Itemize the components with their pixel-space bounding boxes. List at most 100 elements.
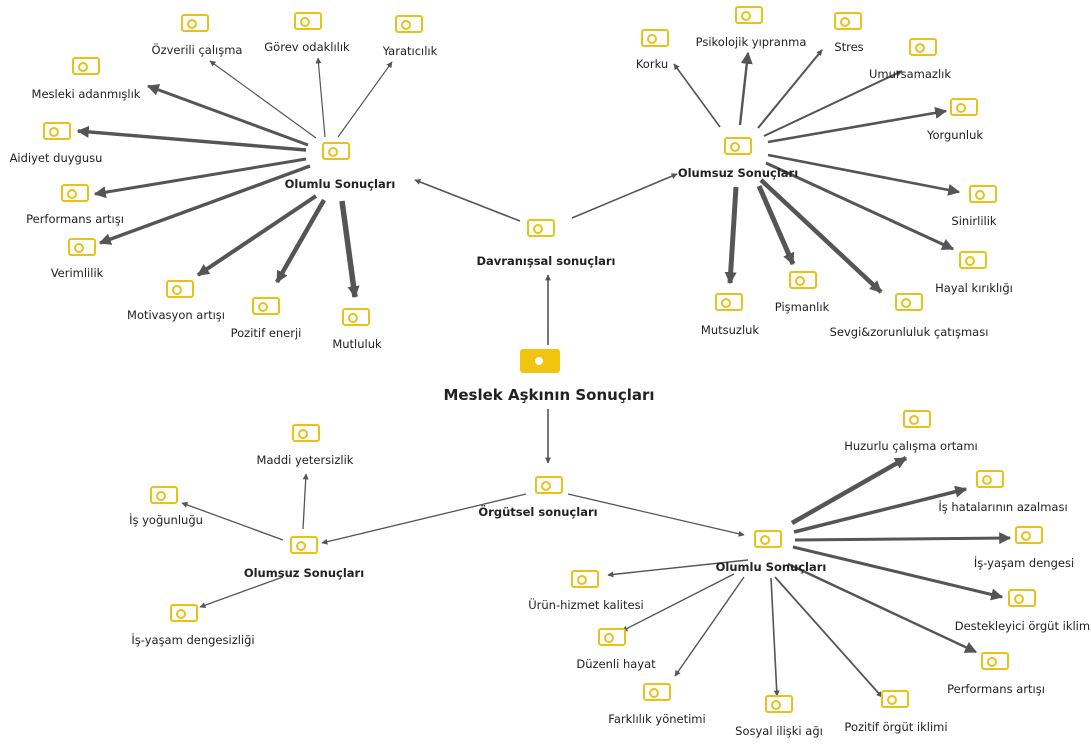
leaf-label: Sevgi&zorunluluk çatışması xyxy=(829,325,989,339)
connector-arrow xyxy=(607,559,749,578)
topic-icon xyxy=(520,349,560,373)
topic-icon xyxy=(981,652,1009,670)
leaf-label: Sinirlilik xyxy=(951,214,997,228)
branch-label: Olumlu Sonuçları xyxy=(715,560,827,574)
leaf-label: Mutluluk xyxy=(332,337,382,351)
group-label: Davranışsal sonuçları xyxy=(476,254,616,268)
leaf-label: İş-yaşam dengesi xyxy=(973,556,1075,570)
leaf-label: Ürün-hizmet kalitesi xyxy=(528,598,644,612)
connector-arrow xyxy=(757,49,823,129)
topic-icon xyxy=(765,695,793,713)
leaf-label: Korku xyxy=(635,57,669,71)
leaf-label: Sosyal ilişki ağı xyxy=(735,724,823,738)
connector-arrow xyxy=(571,173,678,219)
connector-arrow xyxy=(302,473,309,530)
topic-icon xyxy=(969,185,997,203)
connector-arrow xyxy=(315,57,326,138)
topic-icon xyxy=(959,251,987,269)
leaf-label: İş yoğunluğu xyxy=(129,513,203,527)
leaf-label: Motivasyon artışı xyxy=(127,308,225,322)
connector-arrow xyxy=(756,185,796,266)
topic-icon xyxy=(598,628,626,646)
connector-arrow xyxy=(787,562,978,654)
leaf-label: Umursamazlık xyxy=(868,67,952,81)
topic-icon xyxy=(735,6,763,24)
connector-arrow xyxy=(621,573,735,632)
topic-icon xyxy=(715,293,743,311)
connector-arrow xyxy=(793,485,968,534)
connector-arrow xyxy=(770,577,780,697)
leaf-label: Psikolojik yıpranma xyxy=(695,35,807,49)
connector-arrow xyxy=(181,502,284,541)
leaf-label: Pozitif enerji xyxy=(230,326,302,340)
topic-icon xyxy=(68,238,96,256)
topic-icon xyxy=(834,12,862,30)
leaf-label: Görev odaklılık xyxy=(264,40,350,54)
connector-arrow xyxy=(567,493,745,537)
leaf-label: Aidiyet duygusu xyxy=(9,151,103,165)
group-label: Örgütsel sonuçları xyxy=(478,505,598,519)
leaf-label: Maddi yetersizlik xyxy=(256,453,354,467)
topic-icon xyxy=(643,683,671,701)
topic-icon xyxy=(322,142,350,160)
topic-icon xyxy=(292,424,320,442)
connector-arrow xyxy=(763,70,903,137)
topic-icon xyxy=(61,184,89,202)
topic-icon xyxy=(527,219,555,237)
topic-icon xyxy=(535,476,563,494)
connector-arrow xyxy=(339,200,360,299)
leaf-label: Pozitif örgüt iklimi xyxy=(844,720,948,734)
connector-arrow xyxy=(93,157,307,199)
topic-icon xyxy=(754,530,782,548)
leaf-label: Mutsuzluk xyxy=(700,323,760,337)
connector-arrow xyxy=(321,493,527,545)
connector-arrow xyxy=(337,61,393,138)
leaf-label: Farklılık yönetimi xyxy=(608,712,706,726)
leaf-label: Stres xyxy=(834,40,864,54)
branch-label: Olumsuz Sonuçları xyxy=(677,166,799,180)
leaf-label: İş hatalarının azalması xyxy=(938,500,1068,514)
connector-arrow xyxy=(196,194,318,277)
connector-arrow xyxy=(674,576,745,677)
connector-arrow xyxy=(759,178,883,294)
connector-arrow xyxy=(792,545,1004,601)
topic-icon xyxy=(342,308,370,326)
topic-icon xyxy=(909,38,937,56)
leaf-label: Performans artışı xyxy=(947,682,1045,696)
topic-icon xyxy=(571,570,599,588)
topic-icon xyxy=(641,29,669,47)
connector-arrow xyxy=(275,198,326,284)
connector-arrow xyxy=(76,125,307,152)
branch-label: Olumsuz Sonuçları xyxy=(243,566,365,580)
topic-icon xyxy=(43,122,71,140)
topic-icon xyxy=(166,280,194,298)
connector-arrow xyxy=(209,60,317,139)
connector-arrow xyxy=(790,456,908,525)
topic-icon xyxy=(1008,589,1036,607)
topic-icon xyxy=(395,15,423,33)
topic-icon xyxy=(170,604,198,622)
topic-icon xyxy=(895,293,923,311)
topic-icon xyxy=(252,297,280,315)
connector-arrow xyxy=(724,186,739,285)
topic-icon xyxy=(1015,526,1043,544)
leaf-label: Yorgunluk xyxy=(926,128,984,142)
branch-label: Olumlu Sonuçları xyxy=(284,177,396,191)
topic-icon xyxy=(903,410,931,428)
leaf-label: Düzenli hayat xyxy=(576,657,656,671)
topic-icon xyxy=(181,14,209,32)
leaf-label: Yaratıcılık xyxy=(382,44,438,58)
topic-icon xyxy=(150,486,178,504)
topic-icon xyxy=(294,12,322,30)
leaf-label: Özverili çalışma xyxy=(151,43,243,57)
leaf-label: Performans artışı xyxy=(26,212,124,226)
leaf-label: Verimlilik xyxy=(50,266,104,280)
topic-icon xyxy=(290,536,318,554)
leaf-label: Huzurlu çalışma ortamı xyxy=(844,439,978,453)
topic-icon xyxy=(724,137,752,155)
leaf-label: Pişmanlık xyxy=(774,300,830,314)
topic-icon xyxy=(950,98,978,116)
connector-arrow xyxy=(794,532,1012,545)
